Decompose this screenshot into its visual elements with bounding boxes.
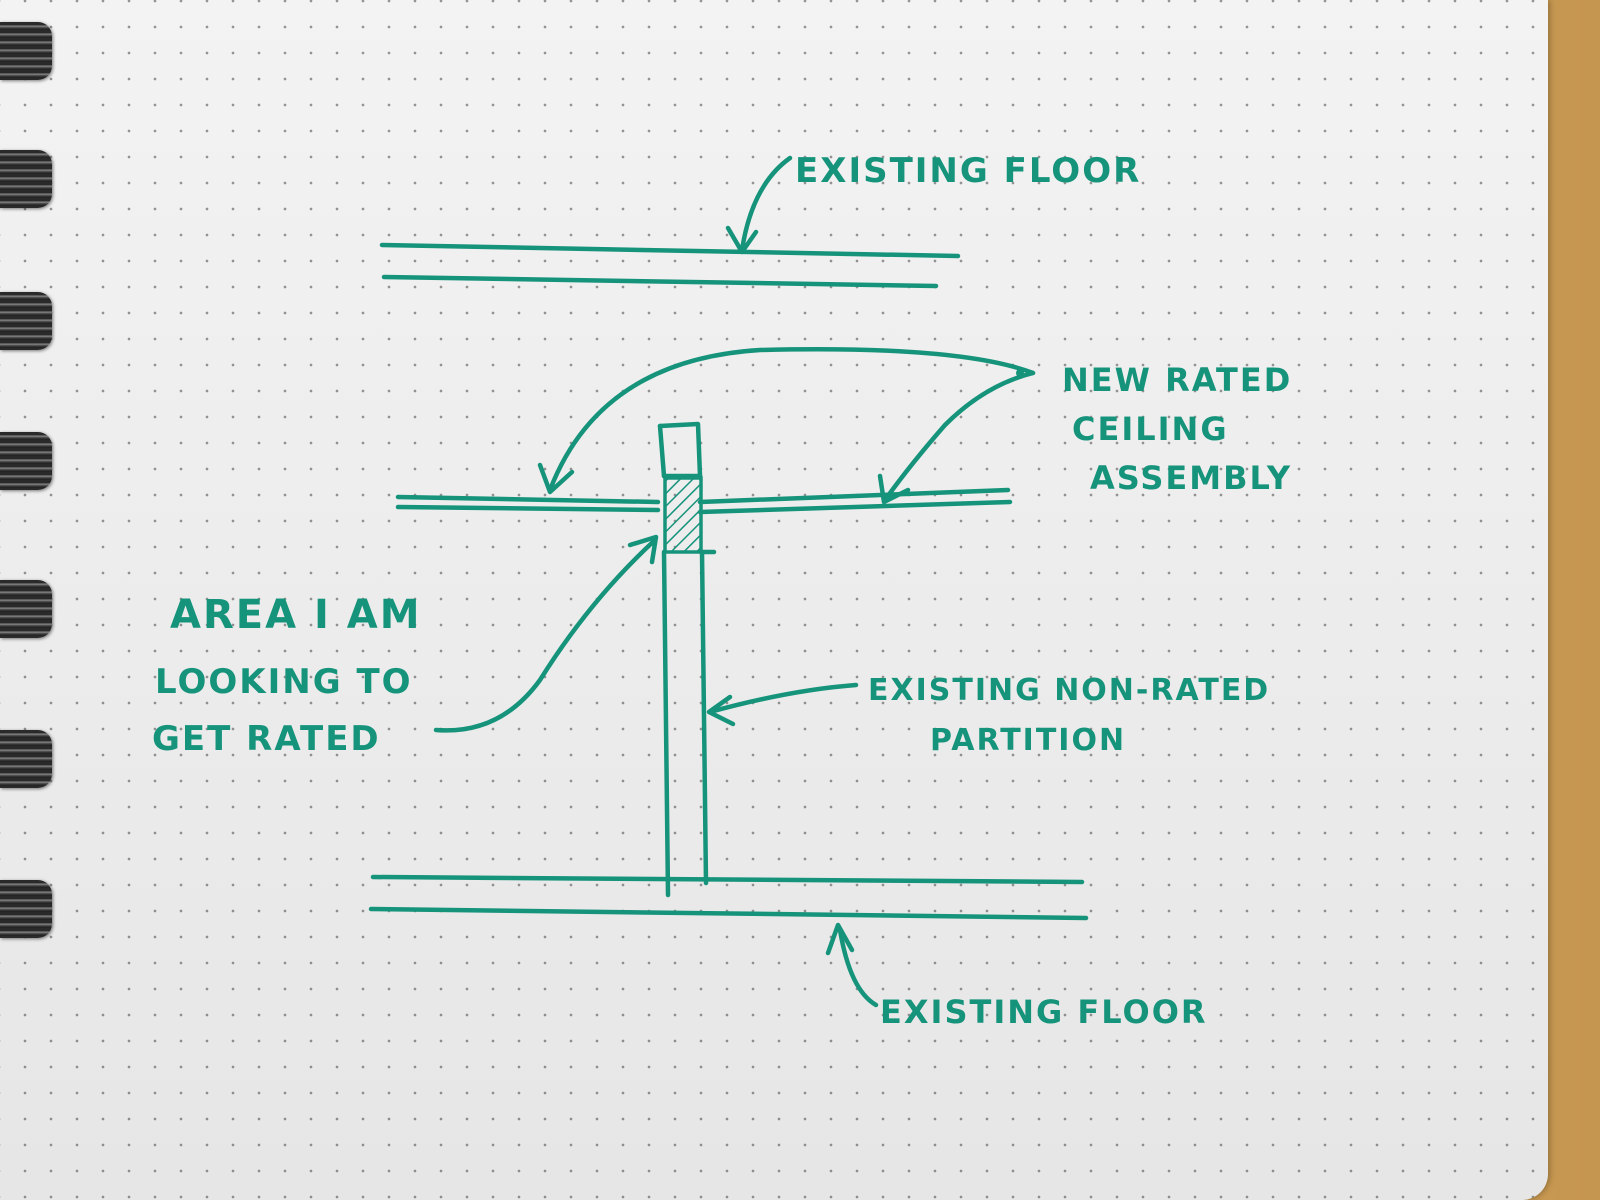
bottom-floor-label: EXISTING FLOOR [880,993,1208,1031]
partition-stud [657,421,717,898]
partition-label-line-1: EXISTING NON-RATED [868,673,1270,708]
bottom-floor-lines [368,874,1089,921]
area-label-line-2: LOOKING TO [155,662,413,702]
spiral-binding [0,0,70,1200]
ceiling-label-line-2: CEILING [1072,410,1229,448]
binding-ring [0,880,52,938]
area-label-line-3: GET RATED [152,719,381,759]
binding-ring [0,292,52,350]
rated-area-hatch [663,476,703,554]
partition-label-line-2: PARTITION [930,723,1126,758]
dot-grid-page [0,0,1548,1200]
area-label-line-1: AREA I AM [170,592,422,638]
binding-ring [0,580,52,638]
binding-ring [0,730,52,788]
ceiling-lines [395,487,1013,515]
binding-ring [0,22,52,80]
top-floor-lines [379,242,961,289]
binding-ring [0,432,52,490]
leader-arrows [433,155,1036,1008]
binding-ring [0,150,52,208]
ceiling-label-line-3: ASSEMBLY [1090,459,1292,497]
ceiling-label-line-1: NEW RATED [1062,361,1292,399]
top-floor-label: EXISTING FLOOR [795,151,1141,191]
